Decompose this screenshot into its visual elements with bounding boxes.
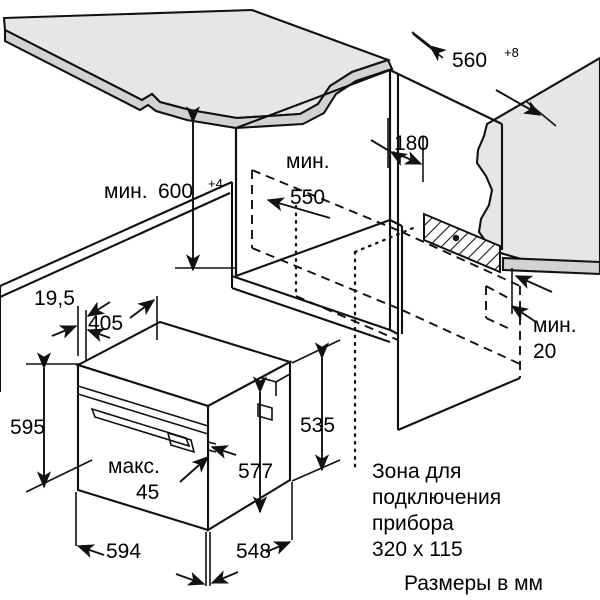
dim-label-548: 548	[236, 540, 271, 563]
niche-bottom-board	[230, 275, 391, 343]
dimension-niche-depth: 560 +8	[411, 31, 557, 127]
dim-label-535: 535	[300, 414, 335, 437]
caption-line-3: прибора	[372, 512, 454, 535]
dimension-oven-body-height: 535	[291, 339, 341, 482]
connection-zone-caption: Зона для подключения прибора 320 x 115	[372, 460, 501, 561]
divider-panel	[388, 70, 400, 335]
dimension-back-offset: 180	[370, 118, 429, 182]
worktop-slab	[2, 8, 394, 130]
units-note-text: Размеры в мм	[404, 572, 543, 595]
cabinet-right-lower	[251, 169, 521, 431]
dim-label-577: 577	[238, 460, 273, 483]
dim-tolerance-560: +8	[504, 45, 519, 60]
rear-wall-panel	[475, 56, 600, 270]
dimension-oven-body-depth: 577	[238, 376, 273, 514]
oven-door-handle	[90, 407, 196, 454]
dim-tolerance-600: +4	[208, 176, 223, 191]
dim-label-600: 600	[158, 180, 193, 203]
dim-label-180: 180	[394, 132, 429, 155]
dimension-door-protrusion-max: макс. 45	[108, 445, 237, 504]
dimension-panel-thickness: 19,5	[34, 287, 111, 360]
caption-line-1: Зона для	[372, 460, 461, 483]
dim-label-595: 595	[10, 416, 45, 439]
dim-prefix-600: мин.	[104, 180, 148, 203]
dim-label-560: 560	[452, 49, 487, 72]
caption-line-4: 320 x 115	[372, 538, 463, 561]
dimension-oven-front-width: 594	[75, 492, 207, 586]
dim-prefix-45: макс.	[108, 455, 160, 478]
connection-zone-leader	[353, 224, 420, 472]
cabinet-assembly	[0, 8, 600, 472]
oven-front-face	[76, 363, 210, 532]
dim-label-405: 405	[88, 312, 123, 335]
dimension-niche-width-min: мин. 550	[266, 150, 331, 219]
base-shelf-right	[501, 256, 600, 276]
dim-prefix-550: мин.	[286, 150, 330, 173]
dimension-inner-clearance: 405	[86, 296, 158, 343]
dim-label-594: 594	[106, 540, 141, 563]
dim-label-45: 45	[136, 481, 159, 504]
connection-zone-hatch	[423, 212, 501, 274]
dim-label-19-5: 19,5	[34, 287, 75, 310]
dimension-niche-height-min: мин. 600 +4	[104, 106, 236, 272]
units-note: Размеры в мм	[404, 572, 543, 595]
dimension-oven-front-height: 595	[10, 352, 93, 493]
dimension-rear-gap-min: мин. 20	[485, 268, 577, 363]
caption-line-2: подключения	[372, 486, 501, 509]
dim-label-550: 550	[290, 186, 325, 209]
dimension-oven-body-width: 548	[209, 482, 293, 586]
dim-label-20: 20	[533, 340, 556, 363]
dim-prefix-20: мин.	[533, 314, 577, 337]
oven-assembly	[75, 320, 293, 532]
